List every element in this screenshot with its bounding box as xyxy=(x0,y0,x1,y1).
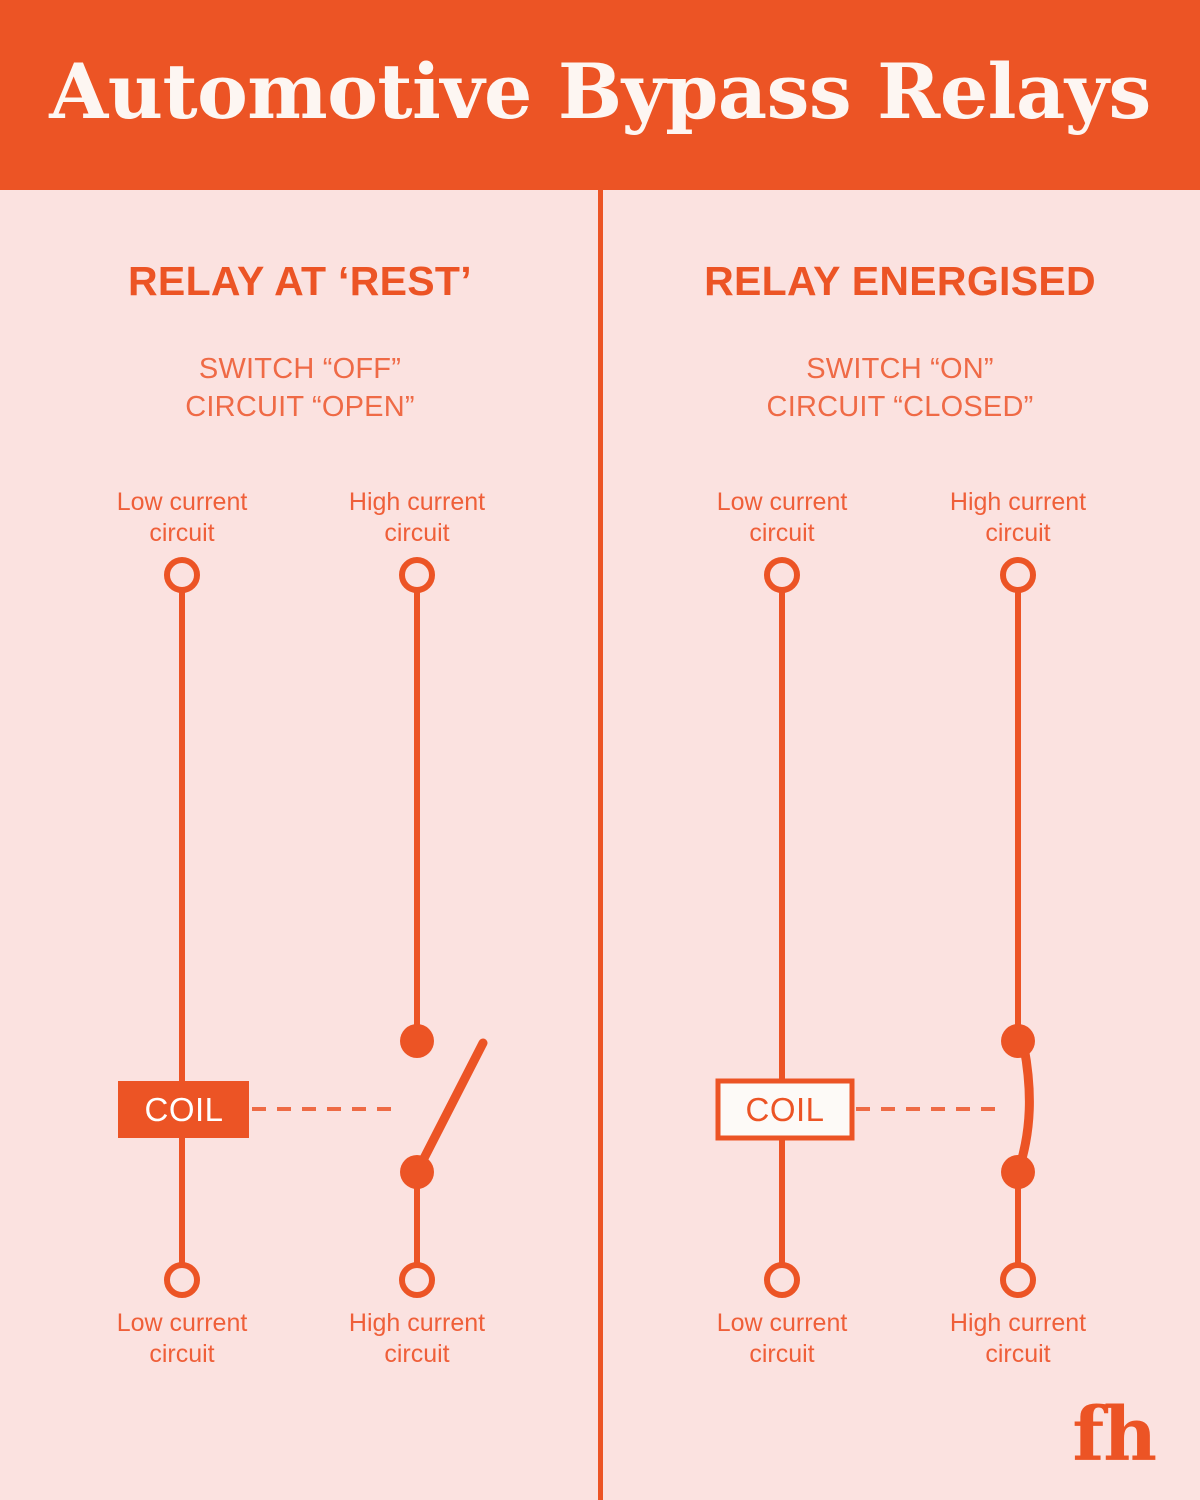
coil-box-left xyxy=(118,1081,249,1138)
switch-arm-left xyxy=(412,1038,488,1177)
coil-box-right xyxy=(715,1078,855,1141)
label-bottom-low-current-right: Low current circuit xyxy=(667,1308,897,1370)
switch-contact-lower-left xyxy=(400,1155,434,1189)
label-top-low-current-right-line2: circuit xyxy=(749,519,815,547)
terminal-bottom-low-current-right xyxy=(764,1262,800,1298)
label-top-low-current-right-line1: Low current xyxy=(716,488,848,516)
label-bottom-high-current-right-line1: High current xyxy=(949,1309,1087,1337)
label-top-high-current-left-line2: circuit xyxy=(384,519,450,547)
header-bar: Automotive Bypass Relays xyxy=(0,0,1200,190)
relay-diagram-right xyxy=(715,557,1036,1298)
label-top-high-current-left-line1: High current xyxy=(348,488,486,516)
label-top-low-current-left: Low current circuit xyxy=(67,487,297,549)
label-top-high-current-right-line2: circuit xyxy=(985,519,1051,547)
panel-heading-right: RELAY ENERGISED xyxy=(704,258,1096,304)
panel-subtitle-right-line2: CIRCUIT “CLOSED” xyxy=(766,391,1034,423)
terminal-top-low-current-left xyxy=(164,557,200,593)
switch-contact-upper-left xyxy=(400,1024,434,1058)
label-top-high-current-right: High current circuit xyxy=(903,487,1133,549)
label-bottom-high-current-left-line2: circuit xyxy=(384,1340,450,1368)
panel-heading-left: RELAY AT ‘REST’ xyxy=(128,258,472,304)
label-bottom-low-current-left-line2: circuit xyxy=(149,1340,215,1368)
coil-label-left: COIL xyxy=(144,1091,224,1128)
label-bottom-low-current-left-line1: Low current xyxy=(116,1309,248,1337)
brand-logo: fh xyxy=(1072,1392,1157,1478)
label-top-low-current-left-line2: circuit xyxy=(149,519,215,547)
switch-contact-upper-right xyxy=(1001,1024,1035,1058)
label-bottom-high-current-left: High current circuit xyxy=(302,1308,532,1370)
panel-subtitle-left: SWITCH “OFF” CIRCUIT “OPEN” xyxy=(0,350,600,426)
panel-relay-at-rest: RELAY AT ‘REST’ SWITCH “OFF” CIRCUIT “OP… xyxy=(0,190,600,1500)
label-bottom-low-current-left: Low current circuit xyxy=(67,1308,297,1370)
terminal-top-high-current-right xyxy=(1000,557,1036,593)
panel-subtitle-right: SWITCH “ON” CIRCUIT “CLOSED” xyxy=(600,350,1200,426)
panel-subtitle-left-line2: CIRCUIT “OPEN” xyxy=(185,391,415,423)
relay-diagram-left xyxy=(118,557,488,1298)
panel-relay-energised: RELAY ENERGISED SWITCH “ON” CIRCUIT “CLO… xyxy=(600,190,1200,1500)
page-title: Automotive Bypass Relays xyxy=(49,46,1151,136)
label-top-low-current-right: Low current circuit xyxy=(667,487,897,549)
terminal-top-high-current-left xyxy=(399,557,435,593)
label-bottom-high-current-left-line1: High current xyxy=(348,1309,486,1337)
label-bottom-low-current-right-line1: Low current xyxy=(716,1309,848,1337)
panel-subtitle-left-line1: SWITCH “OFF” xyxy=(198,353,402,385)
switch-contact-lower-right xyxy=(1001,1155,1035,1189)
terminal-bottom-low-current-left xyxy=(164,1262,200,1298)
panel-divider xyxy=(598,190,603,1500)
terminal-top-low-current-right xyxy=(764,557,800,593)
switch-arm-right xyxy=(1013,1042,1034,1177)
label-bottom-low-current-right-line2: circuit xyxy=(749,1340,815,1368)
label-top-high-current-left: High current circuit xyxy=(302,487,532,549)
terminal-bottom-high-current-right xyxy=(1000,1262,1036,1298)
panel-subtitle-right-line1: SWITCH “ON” xyxy=(806,353,994,385)
label-bottom-high-current-right-line2: circuit xyxy=(985,1340,1051,1368)
label-top-low-current-left-line1: Low current xyxy=(116,488,248,516)
label-bottom-high-current-right: High current circuit xyxy=(903,1308,1133,1370)
label-top-high-current-right-line1: High current xyxy=(949,488,1087,516)
coil-label-right: COIL xyxy=(745,1091,825,1128)
terminal-bottom-high-current-left xyxy=(399,1262,435,1298)
